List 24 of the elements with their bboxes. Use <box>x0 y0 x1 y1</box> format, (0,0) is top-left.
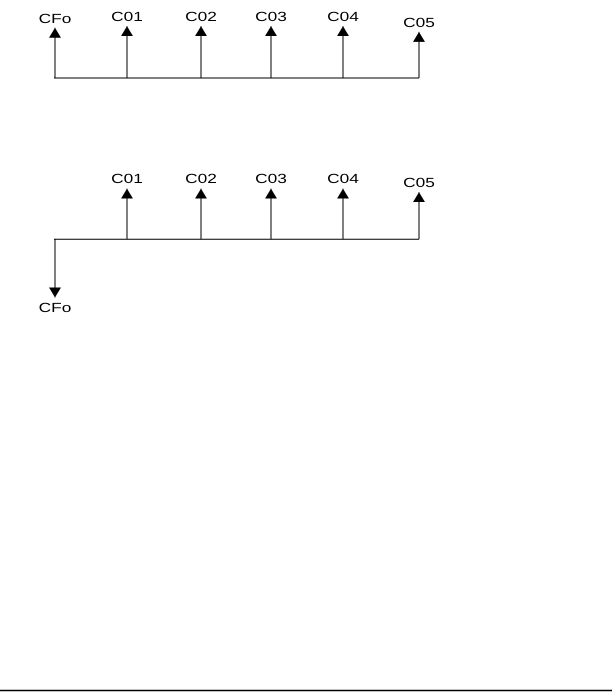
arrow <box>195 26 207 78</box>
cash-flow-label: C01 <box>111 172 143 186</box>
arrow <box>413 192 425 240</box>
cash-flow-label: C02 <box>185 10 217 24</box>
cash-flow-label: CFo <box>38 12 72 25</box>
cash-flow-label: C05 <box>403 16 435 29</box>
arrow <box>265 188 277 240</box>
arrow <box>121 26 133 78</box>
arrow <box>49 238 61 298</box>
arrow <box>49 27 61 78</box>
cash-flow-label: C05 <box>403 176 435 190</box>
cash-flow-label: C02 <box>185 172 217 186</box>
cash-flow-label: C01 <box>111 10 143 24</box>
arrow <box>337 26 349 78</box>
cash-flow-label: C03 <box>255 172 287 186</box>
arrow <box>413 31 425 78</box>
cash-flow-label: CFo <box>38 300 72 314</box>
arrow <box>265 26 277 78</box>
arrow <box>121 188 133 240</box>
cash-flow-label: C04 <box>327 10 359 24</box>
arrow <box>337 188 349 240</box>
arrow <box>195 188 207 240</box>
cash-flow-label: C03 <box>255 10 287 24</box>
cash-flow-label: C04 <box>327 172 359 186</box>
